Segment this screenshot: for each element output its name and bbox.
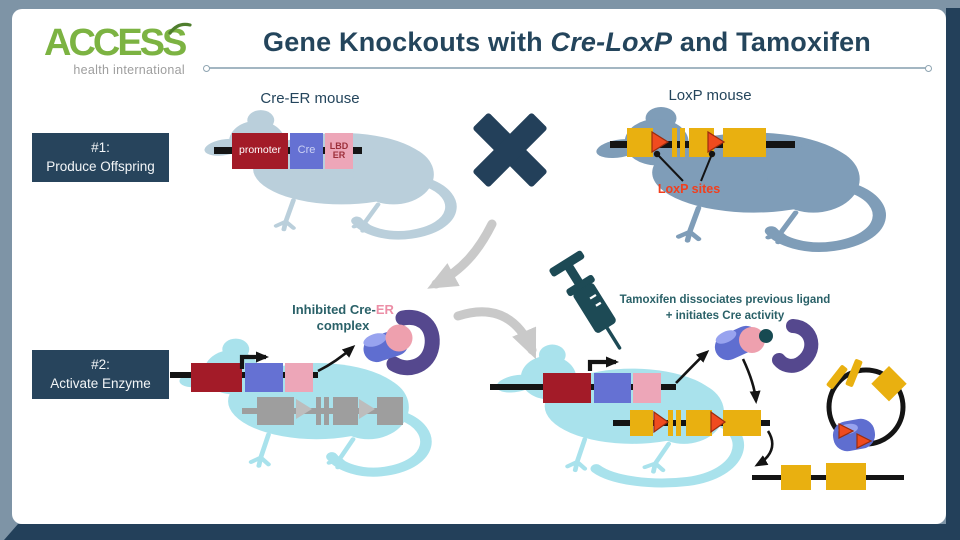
frame-bottom-bar <box>4 524 960 540</box>
lbd-label-line2: ER <box>332 150 346 160</box>
lbd-er-gene-box: LBD ER <box>325 133 353 169</box>
step-1-number: #1: <box>91 140 110 156</box>
page-title: Gene Knockouts with Cre-LoxP and Tamoxif… <box>197 27 937 58</box>
divider-right-dot <box>925 65 932 72</box>
loxp-sites-label: LoxP sites <box>657 182 721 196</box>
active-gene-bar-1 <box>668 410 673 436</box>
step-1-text: Produce Offspring <box>46 158 155 174</box>
inhibited-label-line2: complex <box>316 318 370 333</box>
inactive-gene-bar-1 <box>316 397 321 425</box>
title-divider <box>207 67 926 69</box>
injected-lbd-box <box>633 373 661 403</box>
tamoxifen-note-line2: + initiates Cre activity <box>665 310 785 322</box>
promoter-label: promoter <box>238 144 281 157</box>
loxp-gene-bar-2 <box>680 128 685 157</box>
tamoxifen-note: Tamoxifen dissociates previous ligand + … <box>602 292 848 324</box>
lbd-label-line1: LBD <box>329 140 349 151</box>
offspring-promoter-box <box>191 363 242 392</box>
inactive-gene-box-1 <box>257 397 294 425</box>
cre-gene-box: Cre <box>290 133 323 169</box>
cre-er-mouse-illustration <box>204 110 457 240</box>
logo-tagline: health international <box>73 63 185 77</box>
inactive-gene-box-2 <box>333 397 358 425</box>
injected-promoter-box <box>543 373 591 403</box>
active-gene-bar-2 <box>676 410 681 436</box>
cre-er-mouse-label: Cre-ER mouse <box>260 90 360 107</box>
cre-label: Cre <box>297 144 316 157</box>
active-gene-box-2 <box>686 410 712 436</box>
inhibited-label-part1: Inhibited Cre- <box>292 302 376 317</box>
promoter-gene-box: promoter <box>232 133 288 169</box>
title-part1: Gene Knockouts with <box>263 27 551 57</box>
loxp-gene-box-1 <box>627 128 653 157</box>
inactive-gene-box-3 <box>377 397 403 425</box>
active-gene-box-1 <box>630 410 653 436</box>
offspring-lbd-box <box>285 363 313 392</box>
inhibited-complex-label: Inhibited Cre-ER complex <box>268 302 418 334</box>
active-gene-box-3 <box>723 410 761 436</box>
offspring-cre-box <box>245 363 283 392</box>
excised-gene-box-1 <box>781 465 811 490</box>
step-2-text: Activate Enzyme <box>50 375 151 391</box>
tamoxifen-note-line1: Tamoxifen dissociates previous ligand <box>619 294 831 306</box>
injected-cre-box <box>594 373 631 403</box>
inactive-gene-bar-2 <box>324 397 329 425</box>
excised-gene-box-2 <box>826 463 866 490</box>
inhibited-label-er: ER <box>375 302 394 317</box>
access-logo: ACCESS <box>44 22 187 64</box>
title-part2: and Tamoxifen <box>672 27 871 57</box>
loxp-gene-box-2 <box>689 128 714 157</box>
offspring-construct-line <box>170 372 318 378</box>
loxp-mouse-label: LoxP mouse <box>668 87 752 104</box>
step-2-label: #2: Activate Enzyme <box>32 350 169 399</box>
title-italic: Cre-LoxP <box>550 27 673 57</box>
frame-right-bar <box>946 8 960 540</box>
divider-left-dot <box>203 65 210 72</box>
loxp-gene-box-3 <box>723 128 766 157</box>
loxp-gene-bar-1 <box>672 128 677 157</box>
cre-er-construct-line <box>214 147 362 154</box>
step-2-number: #2: <box>91 357 110 373</box>
step-1-label: #1: Produce Offspring <box>32 133 169 182</box>
